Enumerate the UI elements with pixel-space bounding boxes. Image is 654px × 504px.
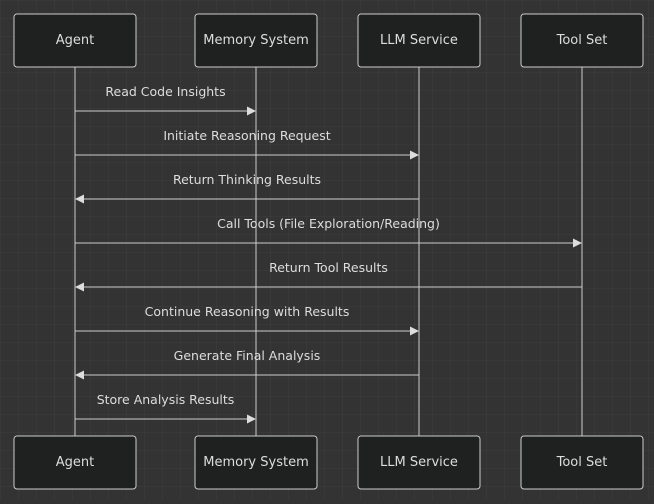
arrow-head-icon [410, 150, 419, 160]
participant-llm-bottom: LLM Service [357, 435, 481, 490]
participant-tools-top: Tool Set [520, 13, 644, 68]
message-4: Call Tools (File Exploration/Reading) [75, 216, 582, 248]
participant-box [13, 435, 137, 490]
message-label: Continue Reasoning with Results [145, 304, 350, 319]
message-8: Store Analysis Results [75, 392, 256, 424]
message-label: Store Analysis Results [97, 392, 235, 407]
participant-box [520, 435, 644, 490]
participant-label: Agent [56, 33, 94, 48]
arrow-head-icon [75, 282, 84, 292]
message-label: Return Thinking Results [173, 172, 321, 187]
participant-box [357, 435, 481, 490]
participant-agent-bottom: Agent [13, 435, 137, 490]
message-label: Generate Final Analysis [174, 348, 321, 363]
participant-memory-bottom: Memory System [194, 435, 318, 490]
arrow-head-icon [75, 194, 84, 204]
participant-label: Memory System [203, 455, 308, 470]
message-label: Call Tools (File Exploration/Reading) [217, 216, 440, 231]
message-label: Return Tool Results [269, 260, 388, 275]
participant-label: LLM Service [380, 455, 458, 470]
participant-box [13, 13, 137, 68]
arrow-head-icon [410, 326, 419, 336]
arrow-head-icon [75, 370, 84, 380]
message-5: Return Tool Results [75, 260, 582, 292]
arrow-head-icon [573, 238, 582, 248]
message-1: Read Code Insights [75, 84, 256, 116]
message-7: Generate Final Analysis [75, 348, 419, 380]
participant-label: Agent [56, 455, 94, 470]
participant-box [194, 435, 318, 490]
participant-box [357, 13, 481, 68]
message-3: Return Thinking Results [75, 172, 419, 204]
participant-tools-bottom: Tool Set [520, 435, 644, 490]
participant-agent-top: Agent [13, 13, 137, 68]
message-2: Initiate Reasoning Request [75, 128, 419, 160]
message-6: Continue Reasoning with Results [75, 304, 419, 336]
participant-label: Tool Set [556, 33, 608, 48]
participant-memory-top: Memory System [194, 13, 318, 68]
participant-llm-top: LLM Service [357, 13, 481, 68]
participant-box [194, 13, 318, 68]
participant-label: LLM Service [380, 33, 458, 48]
participant-box [520, 13, 644, 68]
arrow-head-icon [247, 414, 256, 424]
message-label: Initiate Reasoning Request [163, 128, 330, 143]
arrow-head-icon [247, 106, 256, 116]
message-label: Read Code Insights [105, 84, 225, 99]
participant-label: Memory System [203, 33, 308, 48]
participant-label: Tool Set [556, 455, 608, 470]
